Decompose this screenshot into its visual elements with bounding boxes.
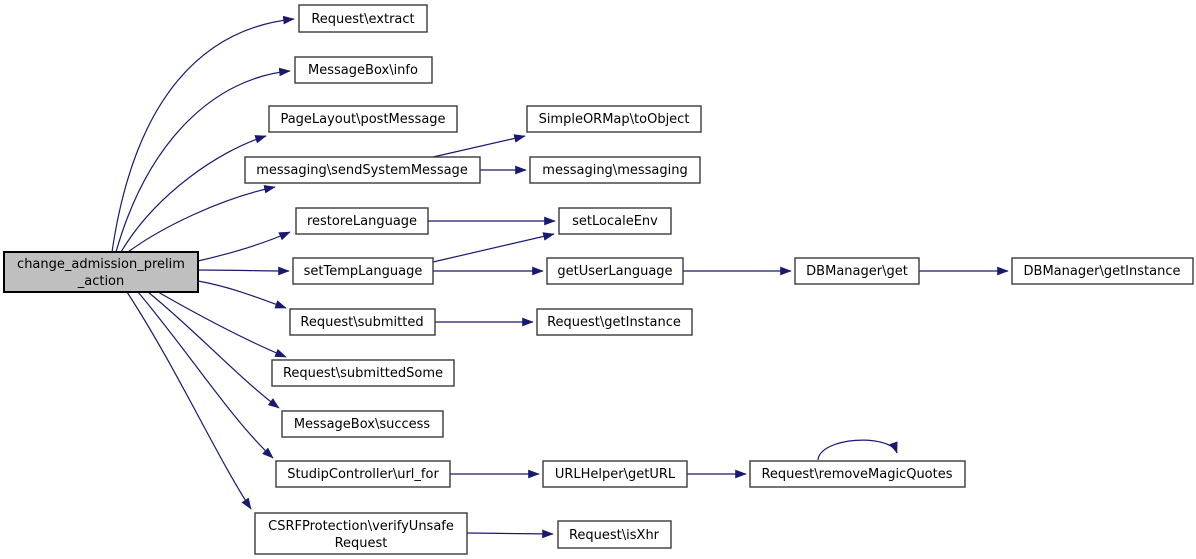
node-label: Request\getInstance xyxy=(547,315,681,330)
edges-layer xyxy=(111,15,1009,539)
node-studipcontroller-url-for[interactable]: StudipController\url_for xyxy=(275,460,451,488)
edge-main-to-csrfprotection xyxy=(126,291,252,510)
node-label: Request xyxy=(335,536,388,551)
node-box xyxy=(281,410,444,438)
node-label: DBManager\getInstance xyxy=(1024,264,1181,279)
node-pagelayout-postmessage[interactable]: PageLayout\postMessage xyxy=(268,105,458,133)
node-label: setLocaleEnv xyxy=(572,214,658,229)
node-box xyxy=(542,460,688,488)
node-box xyxy=(294,56,433,84)
node-box xyxy=(536,308,693,336)
node-label: _action xyxy=(77,274,125,289)
edge-main-to-request-submitted xyxy=(197,280,287,309)
node-label: CSRFProtection\verifyUnsafe xyxy=(268,519,454,534)
node-label: SimpleORMap\toObject xyxy=(539,112,690,127)
node-request-submitted[interactable]: Request\submitted xyxy=(289,308,436,336)
node-label: Request\submitted xyxy=(300,315,423,330)
edge-main-to-request-extract xyxy=(111,15,295,253)
node-request-submittedsome[interactable]: Request\submittedSome xyxy=(271,359,455,387)
node-box xyxy=(526,105,702,133)
edge-main-to-studipcontroller-url-for xyxy=(137,291,274,459)
node-settemplanguage[interactable]: setTempLanguage xyxy=(292,257,434,285)
node-box xyxy=(557,520,672,549)
main-node-box xyxy=(3,251,199,293)
node-box xyxy=(295,207,429,235)
node-messagebox-info[interactable]: MessageBox\info xyxy=(294,56,433,84)
edge-main-to-messagebox-info xyxy=(115,67,291,253)
node-urlhelper-geturl[interactable]: URLHelper\getURL xyxy=(542,460,688,488)
node-box xyxy=(1011,257,1194,285)
node-label: getUserLanguage xyxy=(557,264,672,279)
edge-main-to-messagebox-success xyxy=(147,291,280,409)
edge-removemagicquotes-self-loop xyxy=(817,439,898,461)
node-box xyxy=(298,4,428,33)
node-box xyxy=(244,156,481,184)
node-box xyxy=(546,257,684,285)
node-box xyxy=(794,257,920,285)
node-simpleormap-toobject[interactable]: SimpleORMap\toObject xyxy=(526,105,702,133)
edge-main-to-pagelayout-postmessage xyxy=(120,135,267,253)
node-box xyxy=(275,460,451,488)
node-box xyxy=(271,359,455,387)
node-label: Request\extract xyxy=(311,12,414,27)
node-dbmanager-getinstance[interactable]: DBManager\getInstance xyxy=(1011,257,1194,285)
edge-main-to-messaging-sendsystemmessage xyxy=(127,184,276,253)
edge-csrfprotection-to-request-isxhr xyxy=(466,529,554,539)
node-label: MessageBox\info xyxy=(308,63,418,78)
node-label: Request\removeMagicQuotes xyxy=(761,467,952,482)
node-box xyxy=(529,156,701,184)
node-box xyxy=(268,105,458,133)
edge-main-to-settemplanguage xyxy=(197,266,290,276)
edge-main-to-request-submittedsome xyxy=(157,291,287,358)
node-box xyxy=(292,257,434,285)
node-label: MessageBox\success xyxy=(294,417,431,432)
node-restorelanguage[interactable]: restoreLanguage xyxy=(295,207,429,235)
node-label: setTempLanguage xyxy=(304,264,423,279)
node-label: restoreLanguage xyxy=(307,214,417,229)
node-box xyxy=(289,308,436,336)
node-label: URLHelper\getURL xyxy=(555,467,676,482)
node-box xyxy=(254,512,468,555)
node-setlocaleenv[interactable]: setLocaleEnv xyxy=(558,207,672,235)
edge-settemplanguage-to-setlocaleenv xyxy=(432,232,555,263)
node-request-getinstance[interactable]: Request\getInstance xyxy=(536,308,693,336)
node-box xyxy=(558,207,672,235)
node-label: StudipController\url_for xyxy=(287,467,439,482)
node-label: messaging\messaging xyxy=(542,163,687,178)
node-box xyxy=(749,460,966,488)
node-label: messaging\sendSystemMessage xyxy=(256,163,468,178)
edge-main-to-restorelanguage xyxy=(197,231,291,262)
edge-sendsystemmessage-to-simpleormap-toobject xyxy=(432,134,526,158)
node-csrfprotection-verifyunsaferequest[interactable]: CSRFProtection\verifyUnsafe Request xyxy=(254,512,468,555)
node-request-extract[interactable]: Request\extract xyxy=(298,4,428,33)
node-getuserlanguage[interactable]: getUserLanguage xyxy=(546,257,684,285)
node-label: PageLayout\postMessage xyxy=(280,112,445,127)
node-label: Request\submittedSome xyxy=(283,366,443,381)
node-label: DBManager\get xyxy=(806,264,908,279)
node-request-removemagicquotes[interactable]: Request\removeMagicQuotes xyxy=(749,460,966,488)
node-messaging-sendsystemmessage[interactable]: messaging\sendSystemMessage xyxy=(244,156,481,184)
node-label: Request\isXhr xyxy=(569,528,660,543)
node-label: change_admission_prelim xyxy=(17,257,185,272)
node-change-admission-prelim-action: change_admission_prelim _action xyxy=(3,251,199,293)
node-messagebox-success[interactable]: MessageBox\success xyxy=(281,410,444,438)
node-request-isxhr[interactable]: Request\isXhr xyxy=(557,520,672,549)
node-dbmanager-get[interactable]: DBManager\get xyxy=(794,257,920,285)
node-messaging-messaging[interactable]: messaging\messaging xyxy=(529,156,701,184)
